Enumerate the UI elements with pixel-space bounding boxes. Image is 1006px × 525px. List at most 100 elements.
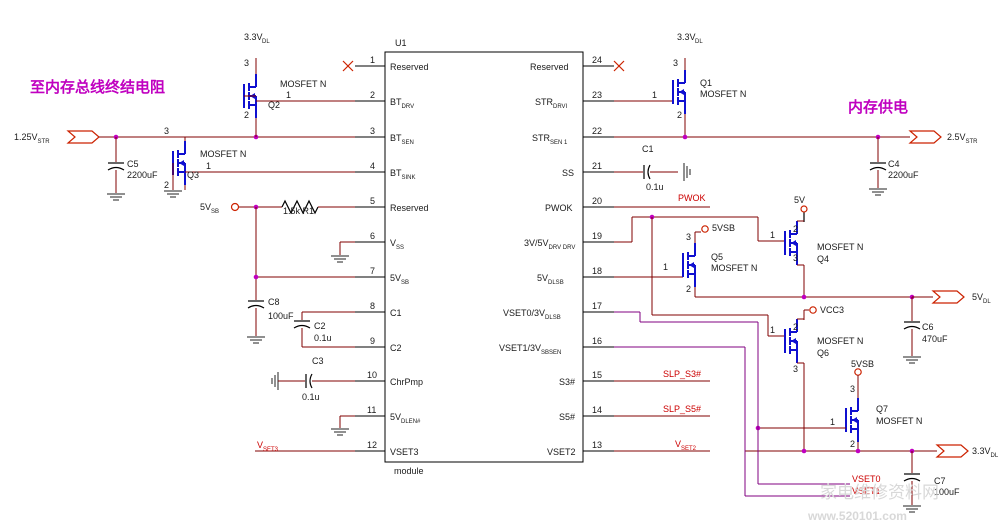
- pin-number: 1: [370, 55, 375, 65]
- ic-left-pin-stubs: [355, 65, 385, 452]
- right-title: 内存供电: [848, 98, 908, 116]
- svg-text:DL: DL: [695, 39, 703, 45]
- capacitor-c1: C1 0.1u: [614, 144, 691, 192]
- left-title: 至内存总线终结电阻: [30, 78, 165, 96]
- pin-label: BTSINK: [390, 168, 416, 181]
- svg-text:5VSB: 5VSB: [200, 202, 219, 215]
- svg-text:0.1u: 0.1u: [314, 333, 332, 343]
- svg-text:3: 3: [850, 384, 855, 394]
- mosfet-q3: 3 2 1 MOSFET N Q3: [163, 126, 355, 198]
- mosfet-q1: 3.3V DL 3 2 1 Q1 MOSFET N: [614, 32, 746, 137]
- svg-text:MOSFET N: MOSFET N: [280, 79, 326, 89]
- pin-number: 24: [592, 55, 602, 65]
- ic-right-pins: 24 Reserved 23 STRDRVI 22 STRSEN 1 21 SS…: [499, 55, 602, 457]
- svg-text:Q2: Q2: [268, 100, 280, 110]
- net-slp-s3: SLP_S3#: [663, 369, 701, 379]
- mosfet-q2: 3.3V DL 3 2 1 MOSFET N Q2: [243, 32, 355, 137]
- svg-text:2200uF: 2200uF: [127, 170, 158, 180]
- svg-text:5VDL: 5VDL: [972, 292, 991, 305]
- pin-label: ChrPmp: [390, 377, 423, 387]
- svg-text:3.3V: 3.3V: [677, 32, 696, 42]
- svg-text:MOSFET N: MOSFET N: [817, 336, 863, 346]
- pin-number: 10: [367, 370, 377, 380]
- capacitor-c3: C3 0.1u: [271, 356, 355, 402]
- pin-label: 3V/5VDRV DRV: [524, 238, 575, 251]
- svg-text:3: 3: [244, 58, 249, 68]
- pin-label: VSET1/3VSBSEN: [499, 343, 561, 356]
- svg-text:2.5VSTR: 2.5VSTR: [947, 132, 978, 145]
- capacitor-c5: C5 2200uF: [106, 137, 158, 201]
- svg-text:MOSFET N: MOSFET N: [711, 263, 757, 273]
- svg-text:Q6: Q6: [817, 348, 829, 358]
- pin-number: 23: [592, 90, 602, 100]
- pin-label: VSET3: [390, 447, 419, 457]
- svg-text:2: 2: [164, 180, 169, 190]
- svg-text:Q4: Q4: [817, 254, 829, 264]
- net-vset1: VSET1: [852, 486, 881, 496]
- svg-text:0.1u: 0.1u: [646, 182, 664, 192]
- pin-label: VSET0/3VDLSB: [503, 308, 561, 321]
- pin-label: STRDRVI: [535, 97, 568, 110]
- pin-number: 7: [370, 266, 375, 276]
- svg-text:Q3: Q3: [187, 170, 199, 180]
- pin-label: Reserved: [530, 62, 569, 72]
- svg-text:1: 1: [663, 262, 668, 272]
- net-2v5-str-port: 2.5VSTR: [908, 130, 978, 145]
- net-3v3-dl-port: 3.3VDL: [935, 444, 999, 459]
- capacitor-c7: C7 100uF: [902, 451, 960, 513]
- net-slp-s5: SLP_S5#: [663, 404, 701, 414]
- pin-number: 6: [370, 231, 375, 241]
- svg-text:2200uF: 2200uF: [888, 170, 919, 180]
- pin-label: VSET2: [547, 447, 576, 457]
- pin-number: 16: [592, 336, 602, 346]
- svg-text:100uF: 100uF: [934, 487, 960, 497]
- svg-text:C6: C6: [922, 322, 934, 332]
- net-vset3: VSET3: [257, 440, 279, 453]
- ic-u1-name: U1: [395, 38, 407, 48]
- svg-text:3: 3: [673, 58, 678, 68]
- ic-u1-footer: module: [394, 466, 424, 476]
- pin-number: 14: [592, 405, 602, 415]
- pin-number: 19: [592, 231, 602, 241]
- svg-text:MOSFET N: MOSFET N: [200, 149, 246, 159]
- svg-text:3: 3: [793, 253, 798, 263]
- net-5vsb-input: 5VSB: [200, 202, 240, 215]
- pin-number: 15: [592, 370, 602, 380]
- pin-label: 5VDLSB: [537, 273, 564, 286]
- svg-text:C3: C3: [312, 356, 324, 366]
- pin-label: Reserved: [390, 62, 429, 72]
- svg-text:5VSB: 5VSB: [712, 223, 735, 233]
- pin-label: C2: [390, 343, 402, 353]
- pin-label: S5#: [559, 412, 575, 422]
- pin-label: 5VSB: [390, 273, 409, 286]
- pin-number: 5: [370, 196, 375, 206]
- watermark-url: www.520101.com: [807, 509, 907, 523]
- capacitor-c4: C4 2200uF: [868, 137, 919, 196]
- svg-text:5VSB: 5VSB: [851, 359, 874, 369]
- svg-text:C1: C1: [642, 144, 654, 154]
- svg-text:2: 2: [244, 110, 249, 120]
- svg-text:Q5: Q5: [711, 252, 723, 262]
- pin-label: SS: [562, 168, 574, 178]
- mosfet-q4: 5V 2 3 1 MOSFET N Q4: [770, 195, 863, 300]
- svg-text:2: 2: [793, 322, 798, 332]
- svg-text:MOSFET N: MOSFET N: [876, 416, 922, 426]
- svg-text:1: 1: [652, 90, 657, 100]
- svg-text:3.3VDL: 3.3VDL: [972, 446, 999, 459]
- resistor-r1: 1.5k R1: [239, 199, 355, 216]
- mosfet-q7: 5VSB 3 2 1 Q7 MOSFET N: [758, 359, 922, 451]
- svg-text:3: 3: [164, 126, 169, 136]
- net-5v-dl-port: 5VDL: [931, 290, 991, 305]
- watermark-cn: 家电维修资料网: [820, 483, 939, 503]
- svg-text:2: 2: [686, 284, 691, 294]
- svg-text:1: 1: [830, 417, 835, 427]
- svg-text:Q7: Q7: [876, 404, 888, 414]
- svg-text:5V: 5V: [794, 195, 805, 205]
- svg-text:VCC3: VCC3: [820, 305, 844, 315]
- ic-right-pin-stubs: [583, 65, 614, 452]
- no-connect-marks: [342, 60, 625, 72]
- svg-text:1: 1: [286, 90, 291, 100]
- capacitor-c2: C2 0.1u: [293, 311, 355, 348]
- svg-text:2: 2: [850, 439, 855, 449]
